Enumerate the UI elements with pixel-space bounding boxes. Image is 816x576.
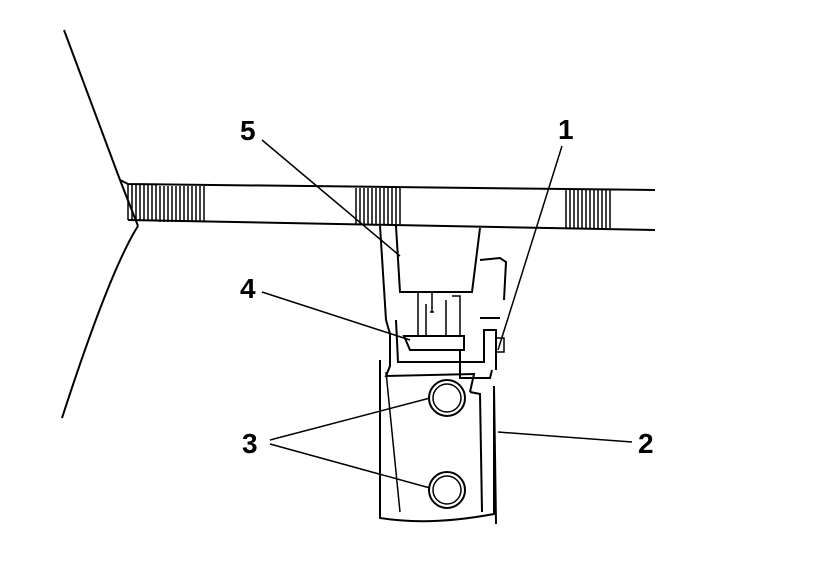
rail-hatch-right	[565, 190, 611, 228]
body-panel	[61, 29, 139, 419]
leader-4	[261, 291, 411, 341]
upper-rail	[119, 179, 656, 231]
bolt-lower	[428, 471, 466, 509]
leader-1	[497, 145, 563, 351]
leader-2	[497, 431, 633, 443]
leader-3b	[269, 443, 431, 489]
rail-hatch-left	[131, 185, 205, 222]
callout-5: 5	[240, 115, 256, 146]
callout-1: 1	[558, 114, 574, 145]
bolt-upper	[428, 379, 466, 417]
leader-lines	[261, 139, 633, 489]
callout-labels: 1 2 3 4 5	[240, 114, 654, 459]
hinge-body	[379, 225, 508, 525]
leader-5	[261, 139, 401, 257]
callout-4: 4	[240, 273, 256, 304]
rail-hatch-middle	[355, 188, 401, 224]
leader-3a	[269, 397, 431, 441]
callout-2: 2	[638, 428, 654, 459]
callout-3: 3	[242, 428, 258, 459]
